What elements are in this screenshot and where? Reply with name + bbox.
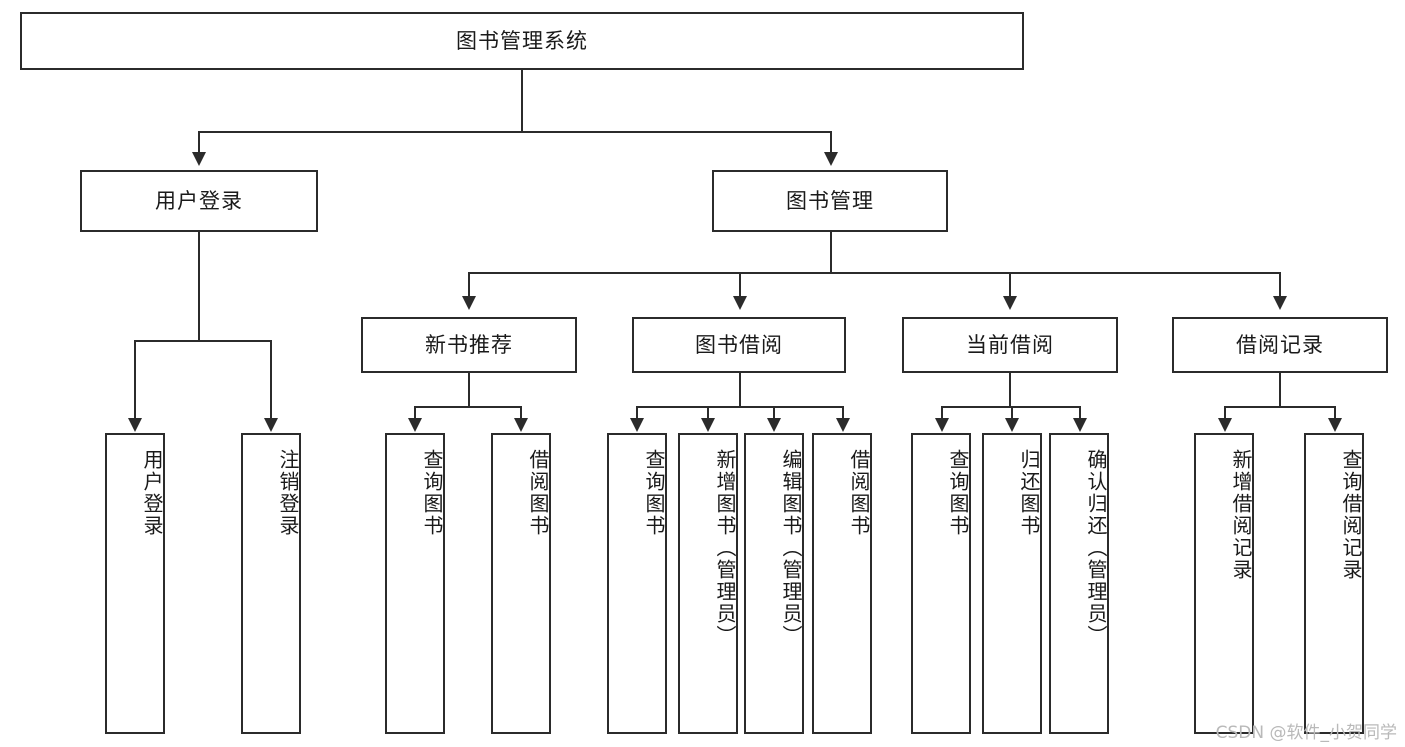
leaf-book-borrow-query[interactable]: 查询图书 <box>607 433 667 734</box>
edge-bm-drop-1 <box>468 272 470 297</box>
arrow-to-user-login <box>192 152 206 166</box>
arrow-to-new-book-recommend <box>462 296 476 310</box>
edge-br-drop-1 <box>1224 406 1226 419</box>
arrow-user-login-leaf-2 <box>264 418 278 432</box>
arrow-cb-leaf-1 <box>935 418 949 432</box>
leaf-borrow-record-query[interactable]: 查询借阅记录 <box>1304 433 1364 734</box>
edge-book-management-bus <box>468 272 1280 274</box>
node-label: 查询图书 <box>946 449 970 537</box>
node-current-borrow[interactable]: 当前借阅 <box>902 317 1118 373</box>
node-label: 查询借阅记录 <box>1339 449 1363 581</box>
arrow-to-book-borrow <box>733 296 747 310</box>
edge-bb-drop-1 <box>636 406 638 419</box>
node-label: 新增借阅记录 <box>1229 449 1253 581</box>
leaf-book-borrow-edit-admin[interactable]: 编辑图书（管理员） <box>744 433 804 734</box>
node-label: 图书管理系统 <box>456 28 588 53</box>
node-book-borrow[interactable]: 图书借阅 <box>632 317 846 373</box>
leaf-user-login-login[interactable]: 用户登录 <box>105 433 165 734</box>
node-label: 图书管理 <box>786 188 874 213</box>
leaf-current-borrow-confirm-admin[interactable]: 确认归还（管理员） <box>1049 433 1109 734</box>
edge-root-stem <box>521 70 523 132</box>
node-label: 借阅图书 <box>526 449 550 537</box>
arrow-nbr-leaf-1 <box>408 418 422 432</box>
leaf-book-borrow-borrow[interactable]: 借阅图书 <box>812 433 872 734</box>
arrow-to-current-borrow <box>1003 296 1017 310</box>
node-label: 当前借阅 <box>966 332 1054 357</box>
node-label: 新增图书（管理员） <box>713 449 737 647</box>
leaf-user-login-logout[interactable]: 注销登录 <box>241 433 301 734</box>
node-label: 查询图书 <box>420 449 444 537</box>
edge-cb-drop-2 <box>1011 406 1013 419</box>
edge-book-management-stem <box>830 232 832 274</box>
node-label: 查询图书 <box>642 449 666 537</box>
node-label: 借阅记录 <box>1236 332 1324 357</box>
leaf-new-book-borrow[interactable]: 借阅图书 <box>491 433 551 734</box>
edge-bb-bus <box>636 406 844 408</box>
arrow-bb-leaf-1 <box>630 418 644 432</box>
edge-bb-drop-2 <box>707 406 709 419</box>
arrow-bb-leaf-2 <box>701 418 715 432</box>
edge-root-to-book-management <box>830 131 832 153</box>
watermark: CSDN @软件_小贺同学 <box>1215 723 1397 743</box>
edge-br-bus <box>1224 406 1336 408</box>
edge-cb-stem <box>1009 373 1011 407</box>
leaf-new-book-query[interactable]: 查询图书 <box>385 433 445 734</box>
edge-root-bus <box>198 131 832 133</box>
arrow-bb-leaf-4 <box>836 418 850 432</box>
edge-nbr-bus <box>414 406 522 408</box>
edge-user-login-bus <box>134 340 271 342</box>
node-label: 编辑图书（管理员） <box>779 449 803 647</box>
edge-cb-drop-1 <box>941 406 943 419</box>
edge-bm-drop-3 <box>1009 272 1011 297</box>
arrow-cb-leaf-2 <box>1005 418 1019 432</box>
arrow-cb-leaf-3 <box>1073 418 1087 432</box>
node-label: 注销登录 <box>276 449 300 537</box>
edge-nbr-stem <box>468 373 470 407</box>
node-root-book-management-system[interactable]: 图书管理系统 <box>20 12 1024 70</box>
arrow-br-leaf-1 <box>1218 418 1232 432</box>
edge-bb-drop-3 <box>773 406 775 419</box>
edge-root-to-user-login <box>198 131 200 153</box>
node-borrow-record[interactable]: 借阅记录 <box>1172 317 1388 373</box>
node-label: 图书借阅 <box>695 332 783 357</box>
node-label: 用户登录 <box>140 449 164 537</box>
edge-user-login-drop-2 <box>270 340 272 419</box>
arrow-to-borrow-record <box>1273 296 1287 310</box>
node-label: 借阅图书 <box>847 449 871 537</box>
node-label: 用户登录 <box>155 188 243 213</box>
edge-bm-drop-2 <box>739 272 741 297</box>
edge-user-login-stem <box>198 232 200 341</box>
node-new-book-recommend[interactable]: 新书推荐 <box>361 317 577 373</box>
leaf-current-borrow-query[interactable]: 查询图书 <box>911 433 971 734</box>
node-label: 新书推荐 <box>425 332 513 357</box>
arrow-nbr-leaf-2 <box>514 418 528 432</box>
edge-user-login-drop-1 <box>134 340 136 419</box>
edge-bb-drop-4 <box>842 406 844 419</box>
arrow-bb-leaf-3 <box>767 418 781 432</box>
arrow-user-login-leaf-1 <box>128 418 142 432</box>
edge-nbr-drop-2 <box>520 406 522 419</box>
node-label: 确认归还（管理员） <box>1084 449 1108 647</box>
edge-bb-stem <box>739 373 741 407</box>
node-label: 归还图书 <box>1017 449 1041 537</box>
node-book-management[interactable]: 图书管理 <box>712 170 948 232</box>
edge-nbr-drop-1 <box>414 406 416 419</box>
arrow-to-book-management <box>824 152 838 166</box>
leaf-borrow-record-add[interactable]: 新增借阅记录 <box>1194 433 1254 734</box>
leaf-book-borrow-add-admin[interactable]: 新增图书（管理员） <box>678 433 738 734</box>
edge-br-drop-2 <box>1334 406 1336 419</box>
edge-bm-drop-4 <box>1279 272 1281 297</box>
edge-br-stem <box>1279 373 1281 407</box>
leaf-current-borrow-return[interactable]: 归还图书 <box>982 433 1042 734</box>
arrow-br-leaf-2 <box>1328 418 1342 432</box>
edge-cb-drop-3 <box>1079 406 1081 419</box>
node-user-login[interactable]: 用户登录 <box>80 170 318 232</box>
